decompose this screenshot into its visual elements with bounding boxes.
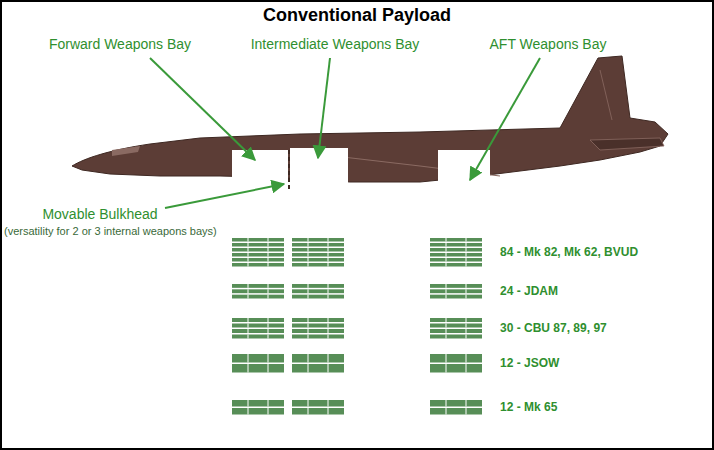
diagram-title: Conventional Payload	[263, 5, 451, 26]
payload-count: 24 - JDAM	[500, 285, 558, 299]
bay-label: AFT Weapons Bay	[490, 36, 607, 52]
aircraft-silhouette	[72, 56, 668, 182]
leader-arrows	[150, 58, 540, 208]
bulkhead-note: (versatility for 2 or 3 internal weapons…	[4, 225, 217, 238]
weapon-icons	[232, 238, 482, 415]
payload-count: 12 - JSOW	[500, 357, 559, 371]
payload-count: 30 - CBU 87, 89, 97	[500, 322, 607, 336]
bay-label: Intermediate Weapons Bay	[251, 36, 420, 52]
payload-count: 12 - Mk 65	[500, 401, 557, 415]
movable-bulkhead	[288, 150, 290, 192]
bay-label: Forward Weapons Bay	[49, 36, 191, 52]
payload-count: 84 - Mk 82, Mk 62, BVUD	[500, 246, 638, 260]
bulkhead-label: Movable Bulkhead	[42, 206, 157, 222]
